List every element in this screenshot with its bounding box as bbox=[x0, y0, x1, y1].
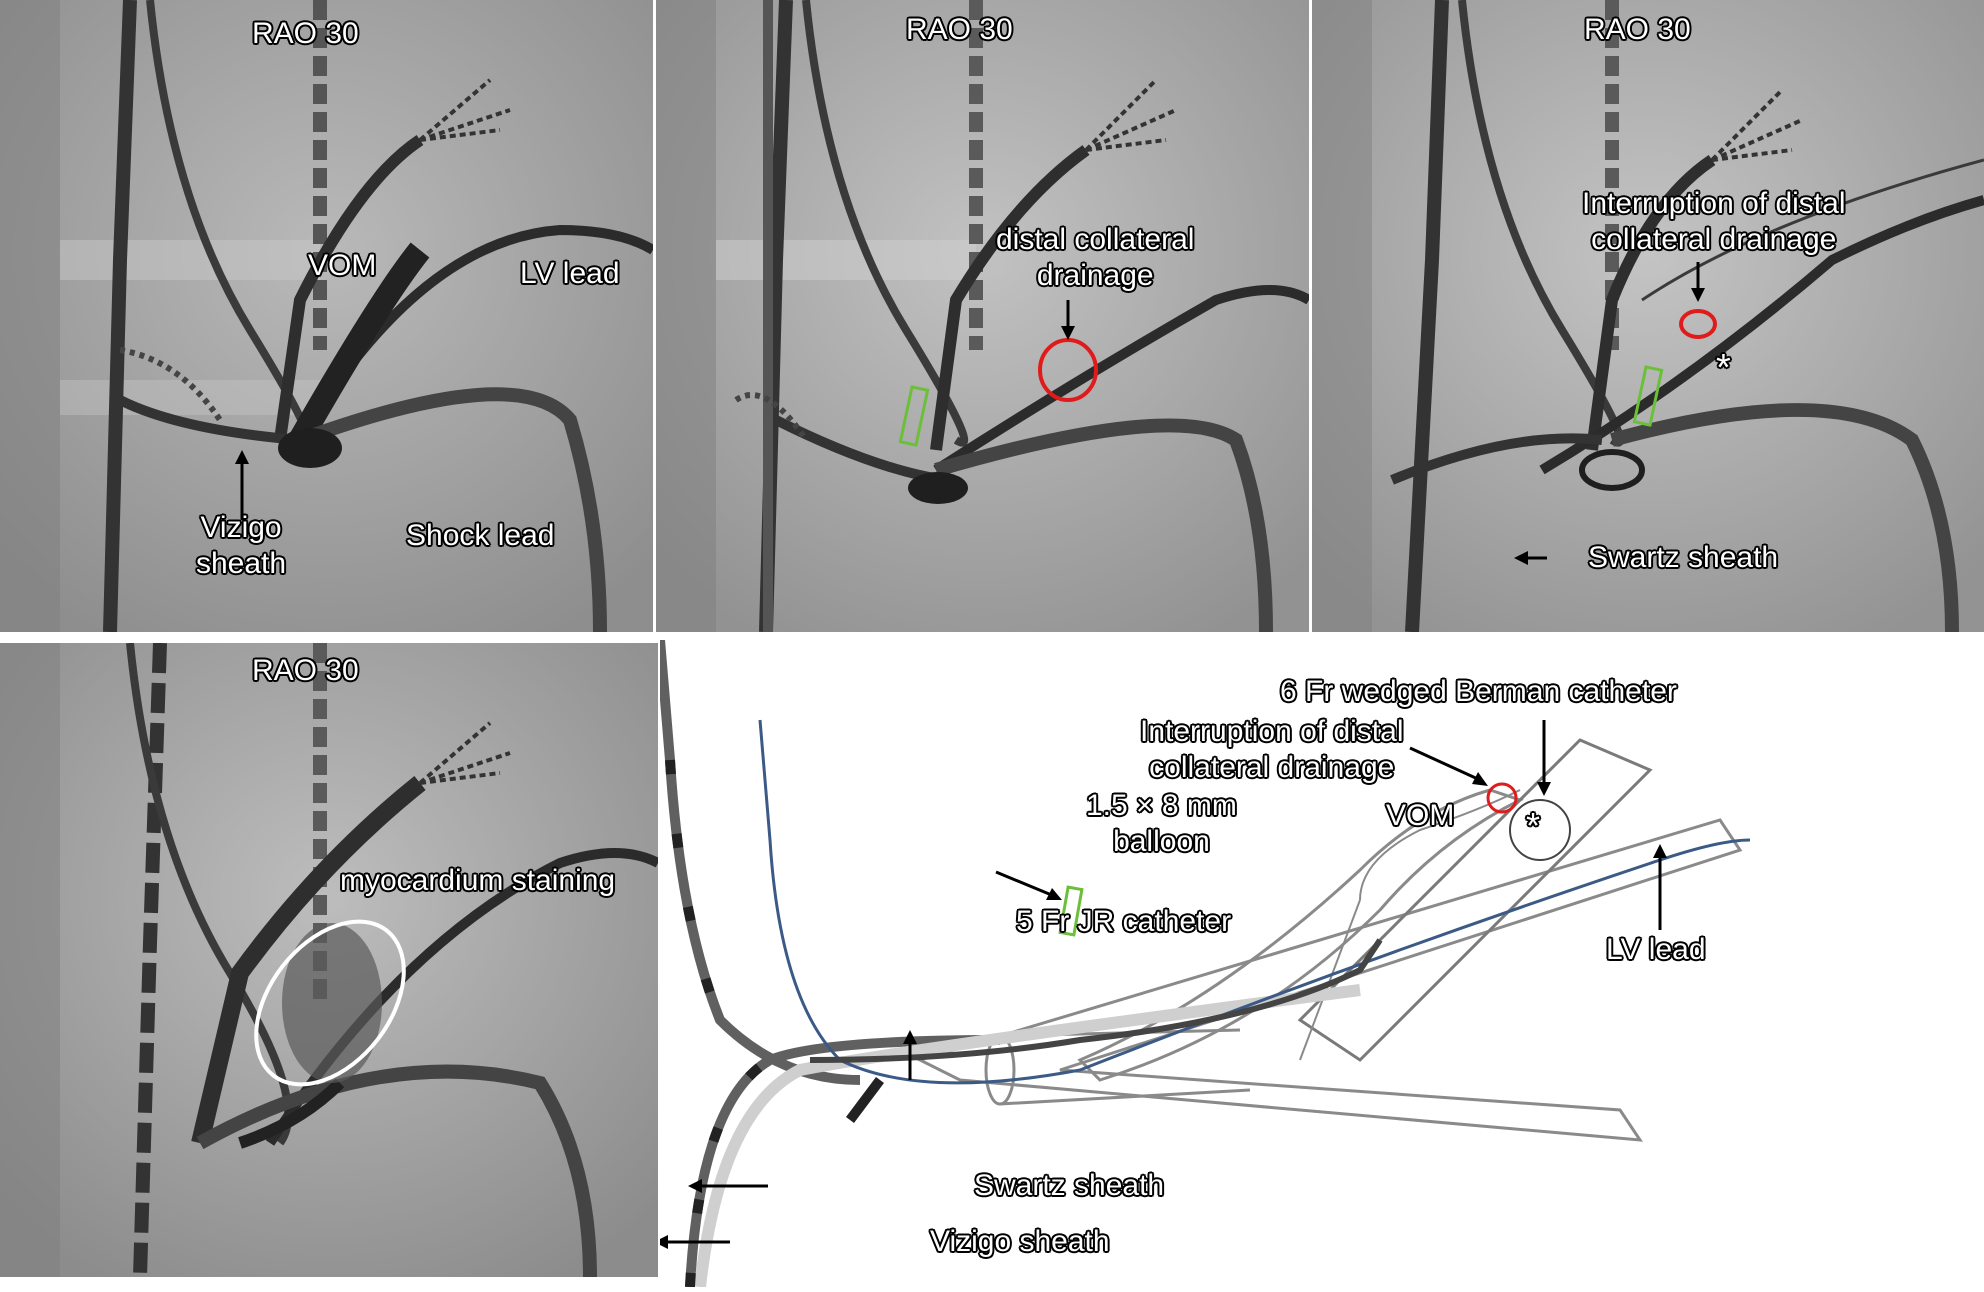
vom-label: VOM bbox=[1386, 799, 1455, 832]
asterisk-marker: * bbox=[1716, 347, 1731, 389]
shock-lead-label: Shock lead bbox=[406, 519, 555, 552]
asterisk-marker: * bbox=[1526, 805, 1541, 846]
vom-label: VOM bbox=[308, 249, 377, 282]
view-label: RAO 30 bbox=[252, 17, 359, 50]
swartz-sheath-label: Swartz sheath bbox=[974, 1169, 1165, 1202]
jr-catheter-label: 5 Fr JR catheter bbox=[1016, 905, 1232, 938]
schematic-panel: 6 Fr wedged Berman catheter Interruption… bbox=[654, 639, 1984, 1288]
lv-lead-label: LV lead bbox=[520, 257, 620, 290]
fluoro-image-b bbox=[656, 0, 1309, 632]
view-label: RAO 30 bbox=[906, 13, 1013, 46]
fluoro-image-d bbox=[0, 643, 658, 1277]
view-label: RAO 30 bbox=[252, 654, 359, 687]
distal-drainage-label: distal collateral drainage bbox=[996, 223, 1195, 292]
fluoro-panel-a: RAO 30 VOM LV lead Vizigo sheath Shock l… bbox=[0, 0, 653, 632]
vizigo-sheath-label: Vizigo sheath bbox=[196, 511, 287, 580]
balloon-label: 1.5 × 8 mm balloon bbox=[1086, 789, 1237, 858]
interruption-label: Interruption of distal collateral draina… bbox=[1140, 715, 1404, 784]
fluoro-panel-c: RAO 30 Interruption of distal collateral… bbox=[1312, 0, 1984, 632]
myocardium-staining-label: myocardium staining bbox=[340, 864, 616, 897]
schematic-diagram bbox=[654, 639, 1751, 1288]
interruption-label: Interruption of distal collateral draina… bbox=[1582, 187, 1846, 256]
fluoro-image-a bbox=[0, 0, 653, 632]
view-label: RAO 30 bbox=[1584, 13, 1691, 46]
fluoro-panel-b: RAO 30 distal collateral drainage bbox=[656, 0, 1309, 632]
vizigo-sheath-label: Vizigo sheath bbox=[930, 1225, 1110, 1258]
fluoro-image-c bbox=[1312, 0, 1984, 632]
berman-label: 6 Fr wedged Berman catheter bbox=[1280, 675, 1677, 708]
fluoro-panel-d: RAO 30 myocardium staining bbox=[0, 643, 658, 1277]
lv-lead-label: LV lead bbox=[1606, 933, 1706, 966]
swartz-sheath-label: Swartz sheath bbox=[1588, 541, 1779, 574]
